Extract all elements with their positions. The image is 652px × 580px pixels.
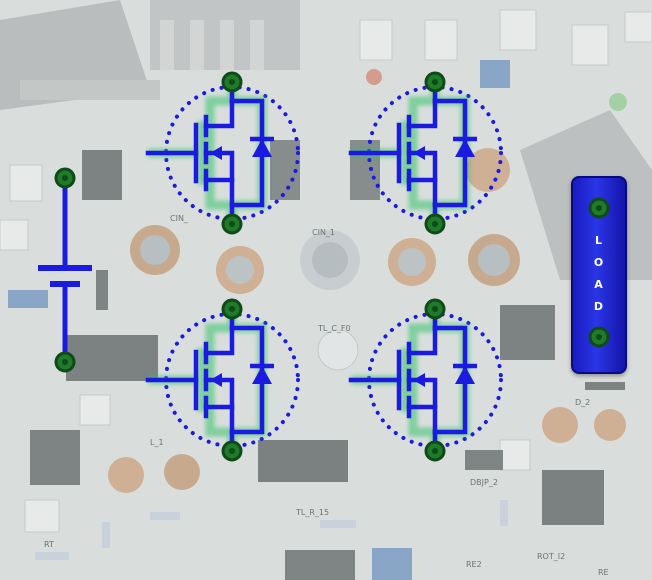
mosfet-q4-icon <box>351 300 501 460</box>
load-label-letter: A <box>594 278 604 291</box>
heatsink-top-left <box>0 0 160 110</box>
heatsink-top-center <box>150 0 300 70</box>
silkscreen-label: D_2 <box>575 398 591 407</box>
load-terminals <box>588 197 610 348</box>
silkscreen-label: RE2 <box>466 560 482 569</box>
silkscreen-label: TL_R_15 <box>296 508 330 517</box>
silkscreen-label: CIN_1 <box>312 228 336 237</box>
mosfet-q1-icon <box>148 73 298 233</box>
silkscreen-label: DBJP_2 <box>470 478 498 487</box>
load-label-letter: O <box>593 256 605 269</box>
silkscreen-label: RE <box>598 568 609 577</box>
silkscreen-label: L_1 <box>150 438 164 447</box>
mosfet-q2-icon <box>351 73 501 233</box>
load-block: L O A D <box>571 176 627 374</box>
silkscreen-label: CIN_ <box>170 214 188 223</box>
silkscreen-label: RT <box>44 540 54 549</box>
silkscreen-label: TL_C_F0 <box>318 324 351 333</box>
dc-source-icon <box>38 167 92 373</box>
load-label-letter: L <box>594 234 603 247</box>
load-label-letter: D <box>593 300 605 313</box>
silkscreen-label: ROT_I2 <box>537 552 566 561</box>
mosfet-q3-icon <box>148 300 298 460</box>
